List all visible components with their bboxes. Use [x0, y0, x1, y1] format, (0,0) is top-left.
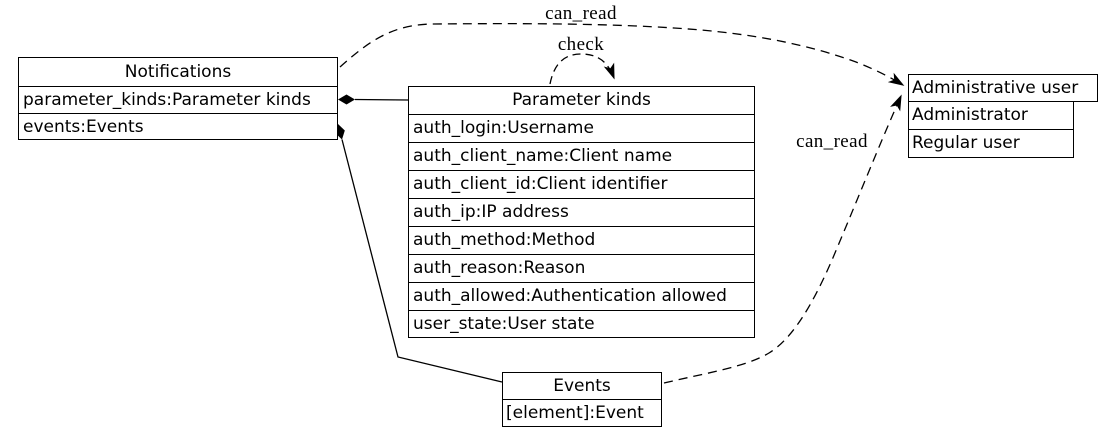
node-parameter-kinds: Parameter kinds auth_login:Username auth… [408, 86, 755, 338]
row-user-state: user_state:User state [413, 314, 595, 334]
row-auth-client-id: auth_client_id:Client identifier [409, 171, 754, 199]
node-notifications: Notifications parameter_kinds:Parameter … [18, 57, 338, 140]
edge-label-can-read-bottom: can_read [796, 131, 868, 152]
row-administrator: Administrator [908, 101, 1074, 130]
node-administrative-user-title: Administrative user [908, 74, 1098, 102]
row-parameter-kinds: parameter_kinds:Parameter kinds [19, 87, 337, 114]
node-notifications-title: Notifications [19, 58, 337, 87]
edge-label-can-read-top: can_read [545, 3, 617, 24]
node-events-title: Events [503, 373, 661, 400]
node-events: Events [element]:Event [502, 372, 662, 427]
composition-diamond-icon [338, 94, 355, 105]
row-element-event: [element]:Event [506, 403, 644, 423]
row-events: events:Events [23, 117, 144, 137]
row-auth-reason: auth_reason:Reason [409, 255, 754, 283]
row-auth-ip: auth_ip:IP address [409, 199, 754, 227]
edge-label-check: check [557, 34, 605, 55]
node-parameter-kinds-title: Parameter kinds [409, 87, 754, 115]
row-auth-allowed: auth_allowed:Authentication allowed [409, 283, 754, 311]
edge-composition-parameter-kinds [354, 98, 409, 101]
edge-can-read-top [339, 22, 905, 86]
row-auth-method: auth_method:Method [409, 227, 754, 255]
row-auth-login: auth_login:Username [409, 115, 754, 143]
row-auth-client-name: auth_client_name:Client name [409, 143, 754, 171]
edge-check-loop [549, 53, 615, 85]
row-regular-user: Regular user [908, 129, 1074, 158]
